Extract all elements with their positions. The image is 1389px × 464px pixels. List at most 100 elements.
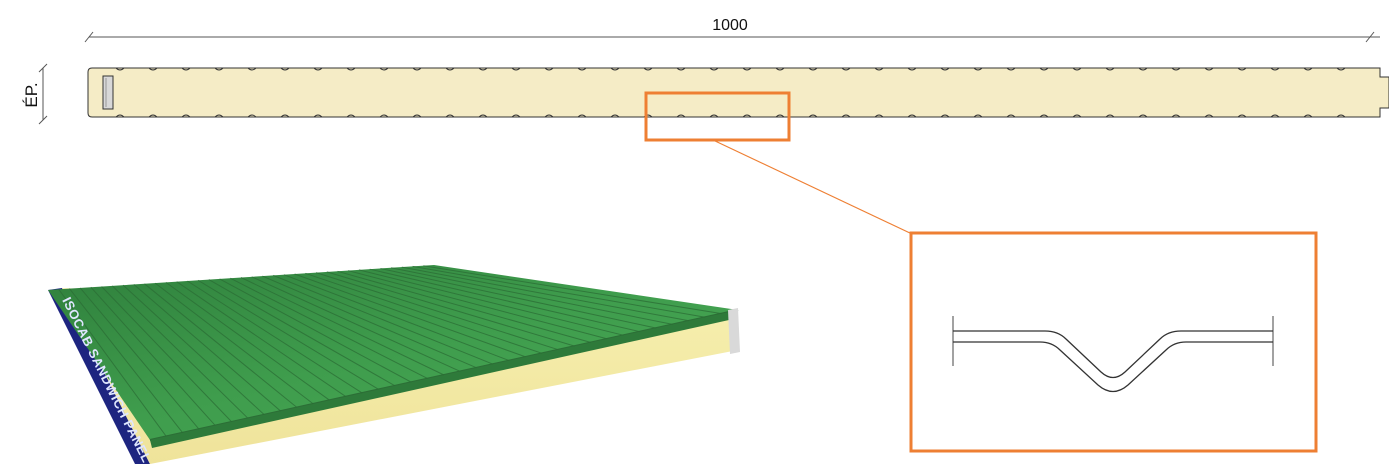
rib-top bbox=[1336, 67, 1346, 71]
rib-3d bbox=[401, 266, 690, 322]
rib-bottom bbox=[1072, 114, 1082, 118]
width-dimension: 1000 bbox=[84, 17, 1380, 43]
rib-3d bbox=[165, 281, 330, 401]
rib-3d bbox=[187, 280, 363, 394]
rib-top bbox=[709, 67, 719, 71]
rib-3d bbox=[262, 275, 477, 369]
rib-top bbox=[511, 67, 521, 71]
rib-top bbox=[610, 67, 620, 71]
panel-ribs bbox=[115, 67, 1346, 118]
rib-3d bbox=[391, 267, 673, 325]
rib-bottom bbox=[1303, 114, 1313, 118]
rib-top bbox=[280, 67, 290, 71]
rib-bottom bbox=[940, 114, 950, 118]
rib-3d bbox=[133, 284, 282, 412]
rib-top bbox=[907, 67, 917, 71]
rib-top bbox=[808, 67, 818, 71]
rib-bottom bbox=[280, 114, 290, 118]
rib-3d bbox=[79, 287, 200, 430]
rib-top bbox=[874, 67, 884, 71]
rib-bottom bbox=[1105, 114, 1115, 118]
detail-highlight-box bbox=[644, 91, 791, 142]
rib-bottom bbox=[478, 114, 488, 118]
rib-bottom bbox=[511, 114, 521, 118]
rib-3d bbox=[144, 283, 298, 408]
rib-bottom bbox=[214, 114, 224, 118]
rib-top bbox=[115, 67, 125, 71]
rib-top bbox=[379, 67, 389, 71]
rib-3d bbox=[154, 282, 314, 405]
rib-3d bbox=[101, 286, 233, 423]
rib-3d bbox=[283, 274, 510, 362]
rib-top bbox=[181, 67, 191, 71]
rib-bottom bbox=[841, 114, 851, 118]
rib-top bbox=[247, 67, 257, 71]
rib-bottom bbox=[676, 114, 686, 118]
rib-top bbox=[577, 67, 587, 71]
rib-top bbox=[973, 67, 983, 71]
rib-top bbox=[214, 67, 224, 71]
rib-bottom bbox=[1138, 114, 1148, 118]
panel-3d-render: ISOCAB SANDWICH PANEL bbox=[48, 265, 740, 464]
rib-bottom bbox=[610, 114, 620, 118]
rib-top bbox=[412, 67, 422, 71]
rib-3d bbox=[315, 272, 559, 351]
rib-top bbox=[775, 67, 785, 71]
rib-bottom bbox=[1270, 114, 1280, 118]
rib-3d bbox=[294, 273, 526, 358]
rib-top bbox=[1138, 67, 1148, 71]
rib-top bbox=[676, 67, 686, 71]
rib-bottom bbox=[874, 114, 884, 118]
rib-3d bbox=[369, 268, 641, 333]
panel-3d-ribs bbox=[58, 265, 722, 437]
rib-top bbox=[1270, 67, 1280, 71]
rib-bottom bbox=[412, 114, 422, 118]
rib-top bbox=[1303, 67, 1313, 71]
rib-bottom bbox=[1039, 114, 1049, 118]
rib-bottom bbox=[709, 114, 719, 118]
thickness-label: ÉP. bbox=[22, 82, 41, 107]
rib-bottom bbox=[115, 114, 125, 118]
rib-bottom bbox=[808, 114, 818, 118]
rib-3d bbox=[412, 265, 706, 318]
rib-top bbox=[643, 67, 653, 71]
rib-bottom bbox=[247, 114, 257, 118]
rib-top bbox=[445, 67, 455, 71]
rib-3d bbox=[423, 265, 722, 315]
panel-joint-left bbox=[102, 75, 114, 110]
rib-top bbox=[346, 67, 356, 71]
rib-top bbox=[478, 67, 488, 71]
rib-bottom bbox=[346, 114, 356, 118]
rib-3d bbox=[111, 285, 249, 419]
rib-top bbox=[742, 67, 752, 71]
rib-bottom bbox=[775, 114, 785, 118]
rib-3d bbox=[380, 268, 657, 329]
rib-bottom bbox=[577, 114, 587, 118]
rib-3d bbox=[273, 274, 494, 365]
rib-3d bbox=[230, 277, 428, 380]
rib-3d bbox=[219, 278, 412, 383]
rib-bottom bbox=[1237, 114, 1247, 118]
rib-bottom bbox=[1204, 114, 1214, 118]
rib-3d bbox=[251, 276, 461, 372]
rib-top bbox=[841, 67, 851, 71]
width-dimension-label: 1000 bbox=[712, 17, 748, 34]
rib-top bbox=[1105, 67, 1115, 71]
rib-top bbox=[1006, 67, 1016, 71]
detail-leader-line bbox=[712, 139, 913, 235]
rib-bottom bbox=[181, 114, 191, 118]
rib-bottom bbox=[1006, 114, 1016, 118]
rib-3d bbox=[337, 270, 592, 343]
rib-top bbox=[1237, 67, 1247, 71]
rib-3d bbox=[326, 271, 575, 347]
rib-bottom bbox=[148, 114, 158, 118]
rib-3d bbox=[305, 272, 543, 354]
rib-top bbox=[940, 67, 950, 71]
rib-3d bbox=[69, 288, 184, 434]
rib-bottom bbox=[544, 114, 554, 118]
rib-bottom bbox=[742, 114, 752, 118]
rib-3d bbox=[197, 279, 379, 390]
rib-bottom bbox=[1171, 114, 1181, 118]
rib-bottom bbox=[379, 114, 389, 118]
rib-3d bbox=[348, 270, 608, 340]
